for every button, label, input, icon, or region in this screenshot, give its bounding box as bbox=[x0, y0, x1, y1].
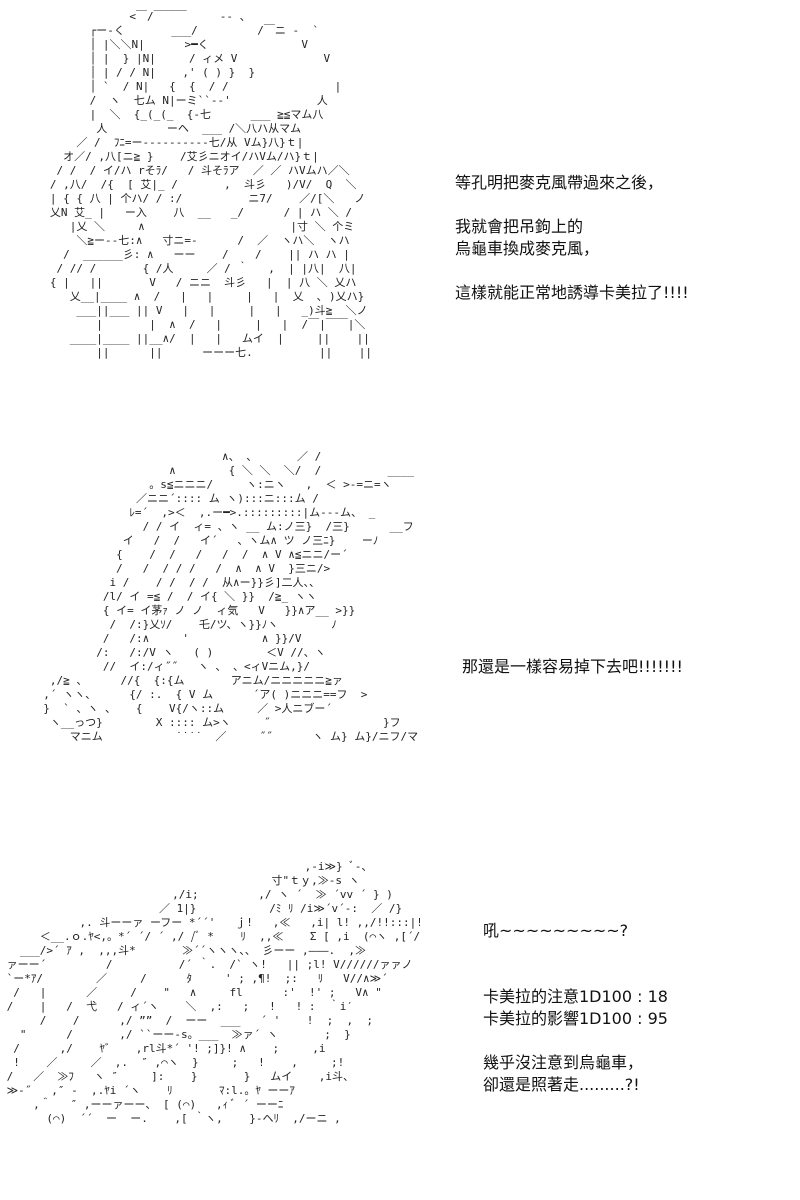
caption-line: 卡美拉的影響1D100 : 95 bbox=[483, 1009, 668, 1028]
ascii-art-kamera-monster: ,-i≫} ﾞ-、 寸"ｔｙ,≫-s ヽ ,/i; ,/ ヽ ´ ≫ ´vv ´… bbox=[6, 860, 420, 1125]
caption-line: 那還是一樣容易掉下去吧!!!!!!! bbox=[462, 657, 683, 676]
panel-3-caption: 吼~~~~~~~~~? 卡美拉的注意1D100 : 18 卡美拉的影響1D100… bbox=[483, 920, 783, 1096]
ascii-art-robot-with-crane: <￣/￣￣￣ -- 、 ┌ー-く ___/ /￣ニ - ` │ |＼＼N| >━… bbox=[49, 10, 373, 359]
caption-line: 幾乎沒注意到烏龜車， bbox=[483, 1053, 644, 1072]
ascii-art-robot-falling: ∧、 、 ／ / ∧ { ＼ ＼ ＼/ / ____ 。s≦ニニニ/ ヽ:ニヽ … bbox=[43, 450, 419, 743]
caption-line: 等孔明把麥克風帶過來之後， bbox=[455, 173, 664, 192]
caption-line: 我就會把吊鉤上的 bbox=[455, 217, 584, 236]
panel-2: ∧、 、 ／ / ∧ { ＼ ＼ ＼/ / ____ 。s≦ニニニ/ ヽ:ニヽ … bbox=[0, 440, 800, 840]
panel-1-caption: 等孔明把麥克風帶過來之後， 我就會把吊鉤上的 烏龜車換成麥克風， 這樣就能正常地… bbox=[455, 172, 775, 304]
caption-line: 卡美拉的注意1D100 : 18 bbox=[483, 987, 668, 1006]
caption-line: 吼~~~~~~~~~? bbox=[483, 921, 629, 940]
caption-line: 這樣就能正常地誘導卡美拉了!!!! bbox=[455, 283, 689, 302]
panel-2-caption: 那還是一樣容易掉下去吧!!!!!!! bbox=[462, 656, 782, 678]
caption-line: 烏龜車換成麥克風， bbox=[455, 239, 600, 258]
panel-3: ,-i≫} ﾞ-、 寸"ｔｙ,≫-s ヽ ,/i; ,/ ヽ ´ ≫ ´vv ´… bbox=[0, 840, 800, 1200]
panel-1: <￣/￣￣￣ -- 、 ┌ー-く ___/ /￣ニ - ` │ |＼＼N| >━… bbox=[0, 0, 800, 440]
caption-line: 卻還是照著走.........?! bbox=[483, 1075, 640, 1094]
